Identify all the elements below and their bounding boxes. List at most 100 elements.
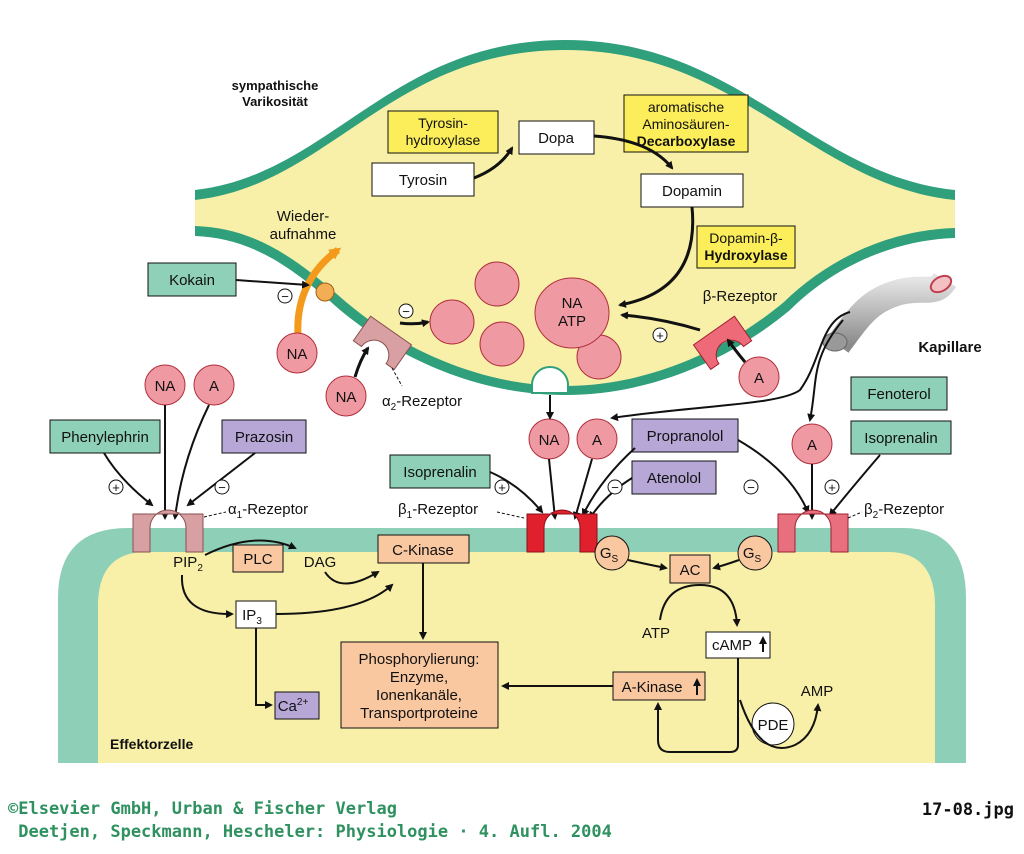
dbh-label-2: Hydroxylase bbox=[704, 247, 787, 263]
aad-label-2: Aminosäuren- bbox=[642, 116, 729, 132]
a-label: A bbox=[592, 432, 602, 449]
gs-circle-beta1 bbox=[594, 535, 630, 571]
atenolol-box bbox=[631, 460, 717, 495]
na-to-alpha2-arrow bbox=[353, 346, 370, 378]
na-label: NA bbox=[539, 432, 560, 449]
a-to-alpha1-arrow bbox=[171, 404, 210, 520]
plus-sign: + bbox=[112, 480, 120, 495]
beta1-leader bbox=[496, 511, 525, 519]
alpha2-receptor bbox=[352, 315, 413, 371]
alpha1-leader bbox=[203, 511, 227, 518]
aad-label-1: aromatische bbox=[648, 99, 724, 115]
vesicle bbox=[429, 299, 475, 345]
na-label: NA bbox=[155, 378, 176, 395]
minus-sign: − bbox=[747, 480, 755, 495]
na-label: NA bbox=[336, 389, 357, 406]
tyrosine-hydroxylase-box bbox=[387, 110, 499, 154]
effector-cell-label: Effektorzelle bbox=[110, 736, 193, 752]
phenylephrin-arrow bbox=[103, 452, 154, 507]
prazosin-arrow bbox=[186, 452, 256, 507]
capillary-label: Kapillare bbox=[918, 339, 981, 356]
pip2-to-dag-arrow bbox=[204, 539, 297, 556]
na-to-beta1-arrow bbox=[548, 458, 559, 520]
alpha2-leader bbox=[391, 367, 403, 387]
beta-presynaptic-receptor bbox=[692, 315, 753, 371]
gs-label: GS bbox=[600, 545, 619, 565]
capillary-opening bbox=[929, 274, 953, 294]
a-to-beta1-arrow bbox=[572, 458, 593, 520]
ac-box bbox=[669, 554, 711, 584]
phosphorylation-box bbox=[340, 641, 499, 729]
gs-circle-beta2 bbox=[737, 535, 773, 571]
alpha2-inhibition-sign bbox=[398, 303, 414, 319]
dag-to-c-kinase-arrow bbox=[324, 570, 380, 585]
dag-label: DAG bbox=[304, 554, 337, 571]
reuptake-label-1: Wieder- bbox=[277, 208, 330, 225]
cocaine-box bbox=[147, 262, 237, 297]
a-kinase-label: A-Kinase bbox=[622, 679, 683, 696]
vesicle bbox=[474, 261, 520, 307]
tyrosine-label: Tyrosin bbox=[399, 172, 447, 189]
a-circle bbox=[193, 364, 235, 406]
copyright-line-1: ©Elsevier GmbH, Urban & Fischer Verlag bbox=[8, 799, 397, 819]
vesicle bbox=[479, 321, 525, 367]
isoprenalin-box-beta1 bbox=[389, 454, 491, 489]
a-to-beta-arrow bbox=[726, 338, 747, 363]
dopamine-box bbox=[640, 173, 744, 208]
plus-sign: + bbox=[828, 480, 836, 495]
capillary-tube bbox=[827, 272, 957, 353]
a-kinase-box bbox=[612, 671, 706, 701]
minus-sign-circle bbox=[743, 479, 759, 495]
beta2-receptor-label: β2-Rezeptor bbox=[864, 501, 944, 521]
capillary-to-a-arrow bbox=[610, 311, 851, 422]
camp-to-a-kinase-arrow bbox=[654, 658, 739, 753]
camp-label: cAMP bbox=[712, 637, 752, 654]
propranolol-box bbox=[631, 418, 739, 453]
varicosity-label-1: sympathische bbox=[232, 78, 319, 93]
beta-to-vesicle-arrow bbox=[620, 311, 701, 332]
reuptake-label-2: aufnahme bbox=[270, 226, 337, 243]
ip3-to-ca-arrow bbox=[255, 628, 273, 709]
a-label: A bbox=[209, 378, 219, 395]
minus-sign: − bbox=[402, 304, 410, 319]
copyright-footer: ©Elsevier GmbH, Urban & Fischer Verlag D… bbox=[8, 798, 612, 844]
varicosity-interior bbox=[195, 50, 955, 386]
amp-label: AMP bbox=[801, 683, 834, 700]
aad-label-3: Decarboxylase bbox=[637, 133, 736, 149]
beta1-receptor-label: β1-Rezeptor bbox=[398, 501, 478, 521]
minus-sign-circle bbox=[214, 479, 230, 495]
na-circle bbox=[325, 375, 367, 417]
ac-label: AC bbox=[680, 562, 701, 579]
tyrosine-hydroxylase-label-1: Tyrosin- bbox=[418, 115, 468, 131]
gs2-to-ac-arrow bbox=[712, 559, 740, 571]
dopa-box bbox=[518, 120, 595, 155]
na-circle bbox=[276, 332, 318, 374]
dopa-label: Dopa bbox=[538, 130, 575, 147]
beta1-receptor bbox=[526, 509, 598, 553]
fenoterol-box bbox=[850, 376, 948, 411]
a-label: A bbox=[754, 370, 764, 387]
aad-box bbox=[623, 94, 749, 153]
beta2-receptor bbox=[777, 509, 849, 553]
plus-sign: + bbox=[498, 480, 506, 495]
plc-label: PLC bbox=[243, 551, 272, 568]
phosphorylation-label-1: Phosphorylierung: bbox=[359, 651, 480, 668]
fenoterol-label: Fenoterol bbox=[867, 386, 930, 403]
plus-sign-circle bbox=[494, 479, 510, 495]
arrow-dopa-to-dopamine bbox=[593, 134, 674, 170]
na-label: NA bbox=[287, 346, 308, 363]
prazosin-label: Prazosin bbox=[235, 429, 293, 446]
isoprenalin-box-beta2 bbox=[850, 420, 952, 455]
ca-box bbox=[274, 691, 320, 720]
gs-label: GS bbox=[743, 545, 762, 565]
phosphorylation-label-2: Enzyme, bbox=[390, 669, 448, 686]
camp-to-amp-arrow bbox=[739, 699, 822, 749]
plus-sign-circle bbox=[108, 479, 124, 495]
arrow-dopamine-to-vesicle bbox=[618, 206, 695, 308]
arrow-tyrosine-to-dopa bbox=[473, 146, 514, 180]
phenylephrin-box bbox=[49, 419, 161, 454]
ca-label: Ca2+ bbox=[278, 697, 309, 715]
dopamine-label: Dopamin bbox=[662, 183, 722, 200]
plus-sign-circle bbox=[824, 479, 840, 495]
